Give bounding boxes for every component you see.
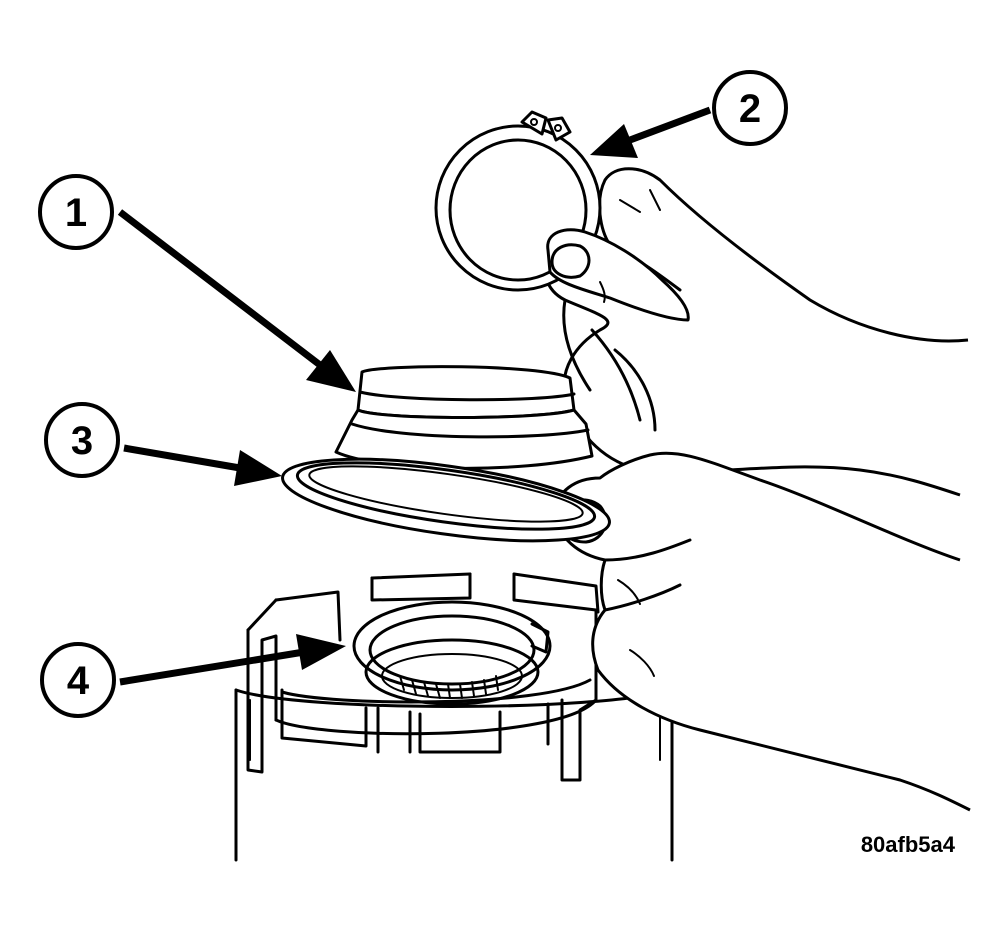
seal-ring xyxy=(352,600,552,706)
callout-label-3: 3 xyxy=(71,419,93,463)
lower-hand xyxy=(554,451,971,812)
callout-label-2: 2 xyxy=(739,87,761,131)
callout-label-1: 1 xyxy=(65,191,87,235)
piston xyxy=(334,365,594,470)
arrow-head-1 xyxy=(306,350,356,392)
arrow-head-4 xyxy=(296,634,346,670)
callout-3: 3 xyxy=(44,402,120,478)
callout-label-4: 4 xyxy=(67,659,90,703)
leader-4 xyxy=(119,648,305,686)
arrow-head-2 xyxy=(590,124,638,158)
callout-circle-2 xyxy=(712,70,788,146)
upper-hand xyxy=(542,167,969,497)
thumb xyxy=(546,228,690,322)
callout-circle-3 xyxy=(44,402,120,478)
callout-1: 1 xyxy=(38,174,114,250)
leader-2 xyxy=(628,106,712,144)
callout-2: 2 xyxy=(712,70,788,146)
callout-circle-1 xyxy=(38,174,114,250)
leader-1 xyxy=(117,209,323,368)
lip-seal xyxy=(281,457,611,543)
callout-circle-4 xyxy=(40,642,116,718)
callout-4: 4 xyxy=(40,642,116,718)
leader-3 xyxy=(123,444,241,472)
figure-id: 80afb5a4 xyxy=(861,832,956,857)
transmission-case xyxy=(234,572,674,862)
callout-leaders xyxy=(117,106,712,686)
arrow-head-3 xyxy=(234,450,282,486)
